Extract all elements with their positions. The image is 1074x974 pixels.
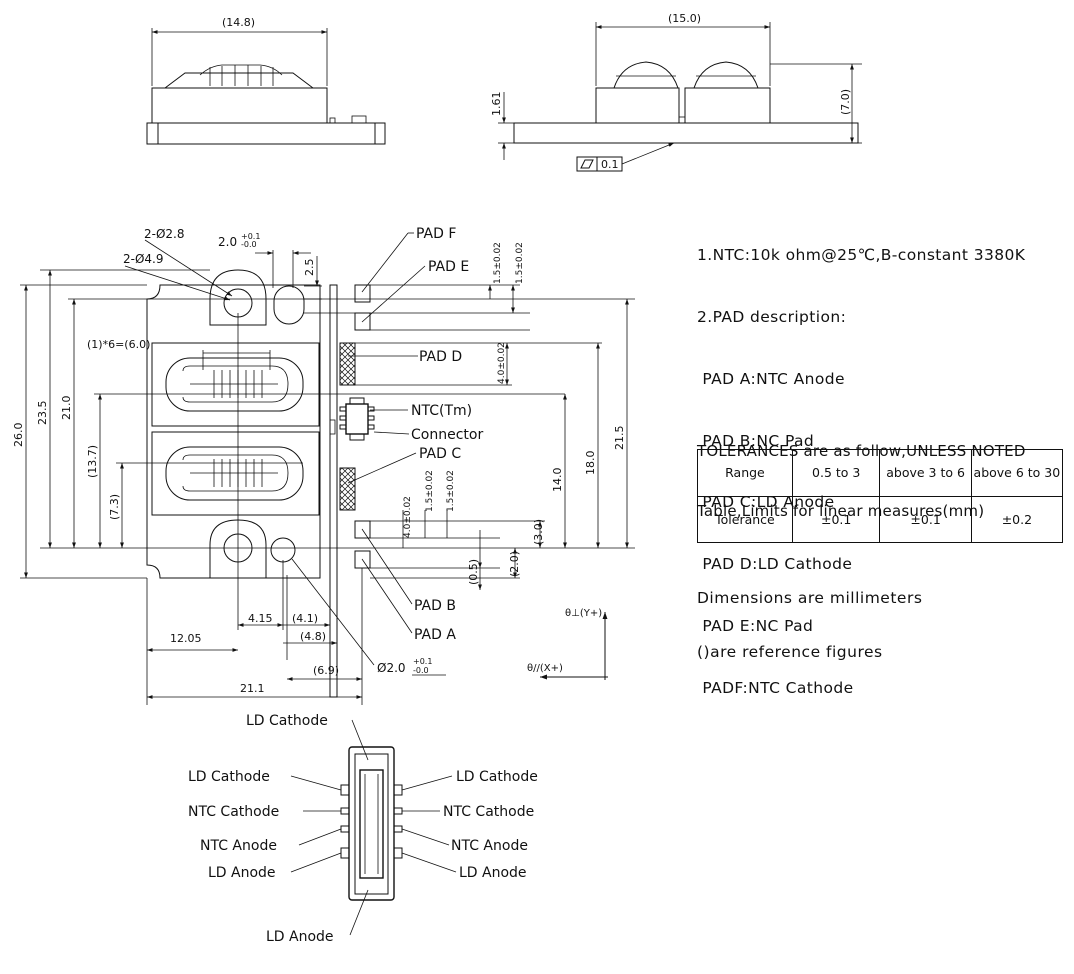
pad-d	[339, 342, 356, 386]
dim-12-05: 12.05	[170, 632, 202, 645]
dim-4-1: (4.1)	[292, 612, 318, 625]
ld-cathode-right: LD Cathode	[456, 769, 538, 785]
dim-21-1: 21.1	[240, 682, 265, 695]
dim-2-5: 2.5	[303, 259, 316, 277]
pad-len-c3: 1.5±0.02	[446, 470, 456, 512]
ld-anode-bottom: LD Anode	[266, 929, 334, 945]
table-row: Tolerance ±0.1 ±0.1 ±0.2	[697, 495, 1064, 543]
pad-a	[354, 550, 371, 569]
pad-c	[339, 467, 356, 511]
dim-6-9: (6.9)	[313, 664, 339, 677]
note-line: PAD E:NC Pad	[697, 616, 814, 635]
slot-tol-plus: +0.1	[241, 232, 260, 241]
plan-view: 26.0 23.5 21.0 (13.7) (7.3) 14.0 18.0 21…	[12, 226, 635, 705]
axis-x-label: θ//(X+)	[527, 663, 563, 674]
table-row: Range 0.5 to 3 above 3 to 6 above 6 to 3…	[697, 449, 1064, 497]
pin-tol-plus: +0.1	[413, 657, 432, 666]
pad-c-label: PAD C	[419, 446, 461, 462]
dimension-note-line: ()are reference figures	[697, 643, 883, 661]
left-width-dim: (14.8)	[222, 16, 255, 29]
dim-23-5: 23.5	[36, 401, 49, 426]
table-cell: above 6 to 30	[970, 449, 1064, 497]
dim-4-15: 4.15	[248, 612, 273, 625]
ld-anode-left: LD Anode	[208, 865, 276, 881]
hole-small-label: 2-Ø2.8	[144, 227, 185, 241]
dim-18: 18.0	[584, 451, 597, 476]
ntc-cathode-left: NTC Cathode	[188, 804, 279, 820]
step-dim: 1.61	[490, 92, 503, 117]
connector-view: LD Cathode LD Cathode LD Cathode NTC Cat…	[188, 713, 538, 945]
axis-y-label: θ⊥(Y+)	[565, 608, 602, 619]
right-width-dim: (15.0)	[668, 12, 701, 25]
table-cell: Tolerance	[697, 495, 793, 543]
dim-21-5: 21.5	[613, 426, 626, 451]
flatness-symbol-box	[576, 156, 598, 172]
pad-len-a: 1.5±0.02	[493, 242, 503, 284]
hole-large-label: 2-Ø4.9	[123, 252, 164, 266]
ntc-label: NTC(Tm)	[411, 403, 472, 419]
note-line: PAD B:NC Pad	[697, 431, 815, 450]
table-cell: Range	[697, 449, 793, 497]
pad-b	[354, 520, 371, 539]
pitch-dim: (1)*6=(6.0)	[87, 338, 150, 351]
dim-4-8: (4.8)	[300, 630, 326, 643]
pad-len-d: 4.0±0.02	[497, 342, 507, 384]
pad-a-label: PAD A	[414, 627, 456, 643]
pad-len-b: 1.5±0.02	[515, 242, 525, 284]
note-line: PAD A:NTC Anode	[697, 369, 845, 388]
dim-26: 26.0	[12, 423, 25, 448]
flatness-value: 0.1	[601, 158, 619, 171]
angle-axes: θ⊥(Y+) θ//(X+)	[527, 608, 608, 680]
pad-d-label: PAD D	[419, 349, 462, 365]
dim-14: 14.0	[551, 468, 564, 493]
slot-tol-minus: -0.0	[241, 240, 257, 249]
emitter-fins-bottom	[190, 459, 278, 487]
dim-3-0: (3.0)	[532, 519, 545, 545]
ntc-component	[329, 397, 375, 441]
dimension-note: Dimensions are millimeters ()are referen…	[697, 553, 922, 679]
pad-len-c: 4.0±0.02	[403, 496, 413, 538]
pin-tol-minus: -0.0	[413, 666, 429, 675]
right-height-dim: (7.0)	[839, 89, 852, 115]
table-cell: ±0.2	[970, 495, 1064, 543]
dim-0-5: (0.5)	[467, 559, 480, 585]
pad-b-label: PAD B	[414, 598, 456, 614]
note-line: 1.NTC:10k ohm@25℃,B-constant 3380K	[697, 246, 1026, 265]
ld-cathode-top: LD Cathode	[246, 713, 328, 729]
note-line: PADF:NTC Cathode	[697, 678, 854, 697]
note-line: PAD D:LD Cathode	[697, 555, 853, 574]
table-cell: ±0.1	[791, 495, 881, 543]
slot-width: 2.0	[218, 235, 237, 249]
pad-len-c2: 1.5±0.02	[425, 470, 435, 512]
ld-anode-right: LD Anode	[459, 865, 527, 881]
side-view-right: (15.0) (7.0) 1.61 0.1	[490, 12, 862, 172]
ntc-cathode-right: NTC Cathode	[443, 804, 534, 820]
dimension-note-line: Dimensions are millimeters	[697, 589, 923, 607]
connector-label: Connector	[411, 427, 483, 443]
pad-e-label: PAD E	[428, 259, 469, 275]
ntc-anode-left: NTC Anode	[200, 838, 277, 854]
ld-cathode-left: LD Cathode	[188, 769, 270, 785]
table-cell: above 3 to 6	[879, 449, 972, 497]
dim-13-7: (13.7)	[86, 445, 99, 478]
side-view-left: (14.8)	[146, 16, 386, 145]
table-cell: ±0.1	[879, 495, 972, 543]
pad-f	[354, 284, 371, 303]
pad-f-label: PAD F	[416, 226, 456, 242]
note-line: 2.PAD description:	[697, 307, 847, 326]
dim-21: 21.0	[60, 396, 73, 421]
tolerance-table: Range 0.5 to 3 above 3 to 6 above 6 to 3…	[697, 449, 1064, 543]
dim-7-3: (7.3)	[108, 494, 121, 520]
pin-hole-label: Ø2.0	[377, 661, 406, 675]
ntc-anode-right: NTC Anode	[451, 838, 528, 854]
dim-2-0: (2.0)	[508, 551, 521, 577]
table-cell: 0.5 to 3	[791, 449, 881, 497]
